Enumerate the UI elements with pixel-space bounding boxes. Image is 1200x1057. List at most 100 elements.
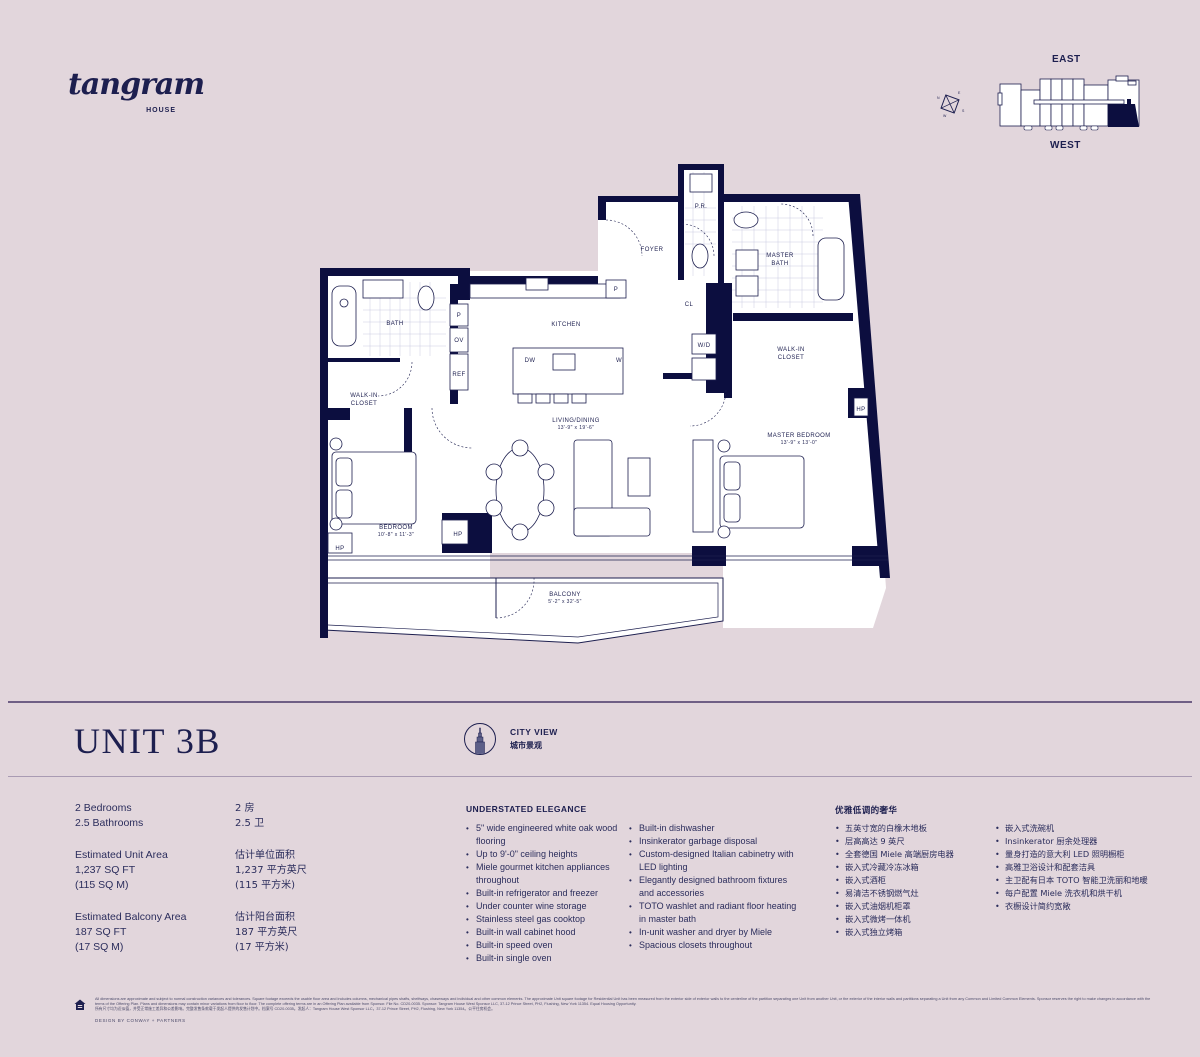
- features-list-en-col1: 5" wide engineered white oak wood floori…: [466, 822, 631, 965]
- feature-item: Built-in single oven: [466, 952, 631, 965]
- feature-item: In-unit washer and dryer by Miele: [629, 926, 799, 939]
- tangram-house-logo: tangram HOUSE: [68, 67, 205, 122]
- svg-text:WALK-IN: WALK-IN: [350, 393, 378, 399]
- svg-text:MASTER: MASTER: [766, 253, 794, 259]
- bathrooms-count-zh: 2.5 卫: [235, 818, 265, 829]
- svg-text:W/D: W/D: [698, 343, 711, 349]
- svg-text:10'-8" x 11'-3": 10'-8" x 11'-3": [378, 532, 414, 538]
- svg-text:REF: REF: [452, 372, 465, 378]
- svg-text:BATH: BATH: [386, 321, 403, 327]
- svg-text:CLOSET: CLOSET: [351, 401, 377, 407]
- svg-text:OV: OV: [454, 338, 463, 344]
- svg-text:WALK-IN: WALK-IN: [777, 347, 805, 353]
- balcony-area-sqft: 187 SQ FT: [75, 926, 127, 938]
- svg-text:W: W: [943, 114, 947, 118]
- logo-subtitle: HOUSE: [146, 107, 176, 114]
- logo-script: tangram: [68, 67, 205, 102]
- feature-item: Elegantly designed bathroom fixtures and…: [629, 874, 799, 900]
- feature-item-zh: 嵌入式微烤一体机: [835, 913, 995, 926]
- feature-item-zh: 衣橱设计简约宽敞: [995, 900, 1170, 913]
- view-label-zh: 城市景观: [510, 741, 542, 750]
- features-list-en-col2: Built-in dishwasher Insinkerator garbage…: [629, 822, 799, 952]
- balcony-area-sqm: (17 SQ M): [75, 941, 124, 953]
- features-title-en: UNDERSTATED ELEGANCE: [466, 804, 587, 814]
- svg-text:BATH: BATH: [771, 261, 788, 267]
- svg-text:HP: HP: [453, 532, 462, 538]
- section-divider-thin: [8, 776, 1192, 777]
- svg-text:FOYER: FOYER: [641, 247, 664, 253]
- feature-item: Miele gourmet kitchen appliances through…: [466, 861, 631, 887]
- feature-item: TOTO washlet and radiant floor heating i…: [629, 900, 799, 926]
- unit-area-sqft: 1,237 SQ FT: [75, 864, 136, 876]
- floor-plan-sheet: tangram HOUSE EAST N E S W: [8, 8, 1192, 1049]
- svg-text:CLOSET: CLOSET: [778, 355, 804, 361]
- feature-item: Spacious closets throughout: [629, 939, 799, 952]
- unit-title: UNIT 3B: [74, 721, 221, 761]
- highlighted-unit: [1108, 99, 1139, 127]
- unit-floor-plan: P.R. FOYER MASTER BATH BATH KITCHEN WALK…: [320, 164, 890, 644]
- feature-item-zh: 嵌入式独立烤箱: [835, 926, 995, 939]
- features-list-zh-col1: 五英寸宽的白橡木地板 层高高达 9 英尺 全套德国 Miele 高端厨房电器 嵌…: [835, 822, 995, 939]
- feature-item: Built-in speed oven: [466, 939, 631, 952]
- balcony-area-label: Estimated Balcony Area: [75, 911, 187, 923]
- feature-item-zh: 高雅卫浴设计和配套洁具: [995, 861, 1170, 874]
- feature-item-zh: 嵌入式酒柜: [835, 874, 995, 887]
- view-badge: CITY VIEW 城市景观: [464, 721, 558, 757]
- key-plan: EAST N E S W: [928, 48, 1158, 158]
- svg-text:S: S: [962, 109, 965, 113]
- feature-item: Built-in wall cabinet hood: [466, 926, 631, 939]
- legal-disclaimer-en: All dimensions are approximate and subje…: [95, 997, 1151, 1006]
- feature-item-zh: 主卫配有日本 TOTO 智能卫洗丽和地暖: [995, 874, 1170, 887]
- unit-area-sqm-zh: (115 平方米): [235, 880, 296, 891]
- svg-text:5'-2" x 32'-5": 5'-2" x 32'-5": [548, 599, 582, 605]
- balcony-area-label-zh: 估计阳台面积: [235, 912, 295, 923]
- svg-text:HP: HP: [856, 407, 865, 413]
- svg-text:P.R.: P.R.: [695, 204, 708, 210]
- city-view-building-icon: [464, 723, 496, 755]
- svg-text:BALCONY: BALCONY: [549, 592, 580, 598]
- unit-area-sqft-zh: 1,237 平方英尺: [235, 865, 307, 876]
- feature-item: Up to 9'-0" ceiling heights: [466, 848, 631, 861]
- feature-item: Built-in dishwasher: [629, 822, 799, 835]
- design-credit: DESIGN BY CONWAY + PARTNERS: [95, 1018, 186, 1023]
- svg-text:N: N: [937, 96, 940, 100]
- feature-item-zh: 五英寸宽的白橡木地板: [835, 822, 995, 835]
- feature-item: Stainless steel gas cooktop: [466, 913, 631, 926]
- unit-specs-zh: 2 房 2.5 卫 估计单位面积 1,237 平方英尺 (115 平方米) 估计…: [235, 801, 307, 972]
- feature-item-zh: Insinkerator 厨余处理器: [995, 835, 1170, 848]
- unit-area-label-zh: 估计单位面积: [235, 850, 295, 861]
- feature-item: 5" wide engineered white oak wood floori…: [466, 822, 631, 848]
- feature-item-zh: 层高高达 9 英尺: [835, 835, 995, 848]
- feature-item: Built-in refrigerator and freezer: [466, 887, 631, 900]
- feature-item-zh: 易清洁不锈钢燃气灶: [835, 887, 995, 900]
- bedrooms-count: 2 Bedrooms: [75, 802, 132, 814]
- feature-item-zh: 嵌入式油烟机柜罩: [835, 900, 995, 913]
- legal-disclaimer-zh: 所有尺寸均为近似值，并受正常施工差异和公差影响。完整发售条款载于发起人提供的发售…: [95, 1007, 495, 1011]
- svg-text:MASTER BEDROOM: MASTER BEDROOM: [767, 433, 830, 439]
- svg-text:BEDROOM: BEDROOM: [379, 525, 413, 531]
- feature-item-zh: 嵌入式洗碗机: [995, 822, 1170, 835]
- svg-text:DW: DW: [525, 358, 536, 364]
- key-plan-east-label: EAST: [1052, 54, 1081, 65]
- svg-text:E: E: [958, 91, 961, 95]
- key-plan-west-label: WEST: [1050, 140, 1081, 151]
- legal-disclaimer: All dimensions are approximate and subje…: [95, 997, 1155, 1012]
- svg-text:P: P: [614, 287, 618, 293]
- building-key-plan-icon: N E S W: [937, 75, 1140, 131]
- feature-item-zh: 每户配置 Miele 洗衣机和烘干机: [995, 887, 1170, 900]
- balcony-area-sqft-zh: 187 平方英尺: [235, 927, 298, 938]
- unit-specs-en: 2 Bedrooms 2.5 Bathrooms Estimated Unit …: [75, 801, 186, 972]
- features-title-zh: 优雅低调的奢华: [835, 806, 898, 816]
- svg-text:13'-9" x 19'-6": 13'-9" x 19'-6": [558, 425, 595, 431]
- bathrooms-count: 2.5 Bathrooms: [75, 817, 144, 829]
- compass-icon: N E S W: [937, 91, 965, 118]
- svg-text:P: P: [457, 313, 461, 319]
- feature-item: Under counter wine storage: [466, 900, 631, 913]
- unit-area-sqm: (115 SQ M): [75, 879, 129, 891]
- equal-housing-icon: [74, 999, 86, 1010]
- feature-item: Custom-designed Italian cabinetry with L…: [629, 848, 799, 874]
- svg-text:CL: CL: [685, 302, 694, 308]
- svg-text:KITCHEN: KITCHEN: [551, 322, 580, 328]
- feature-item-zh: 嵌入式冷藏冷冻冰箱: [835, 861, 995, 874]
- svg-text:LIVING/DINING: LIVING/DINING: [552, 418, 600, 424]
